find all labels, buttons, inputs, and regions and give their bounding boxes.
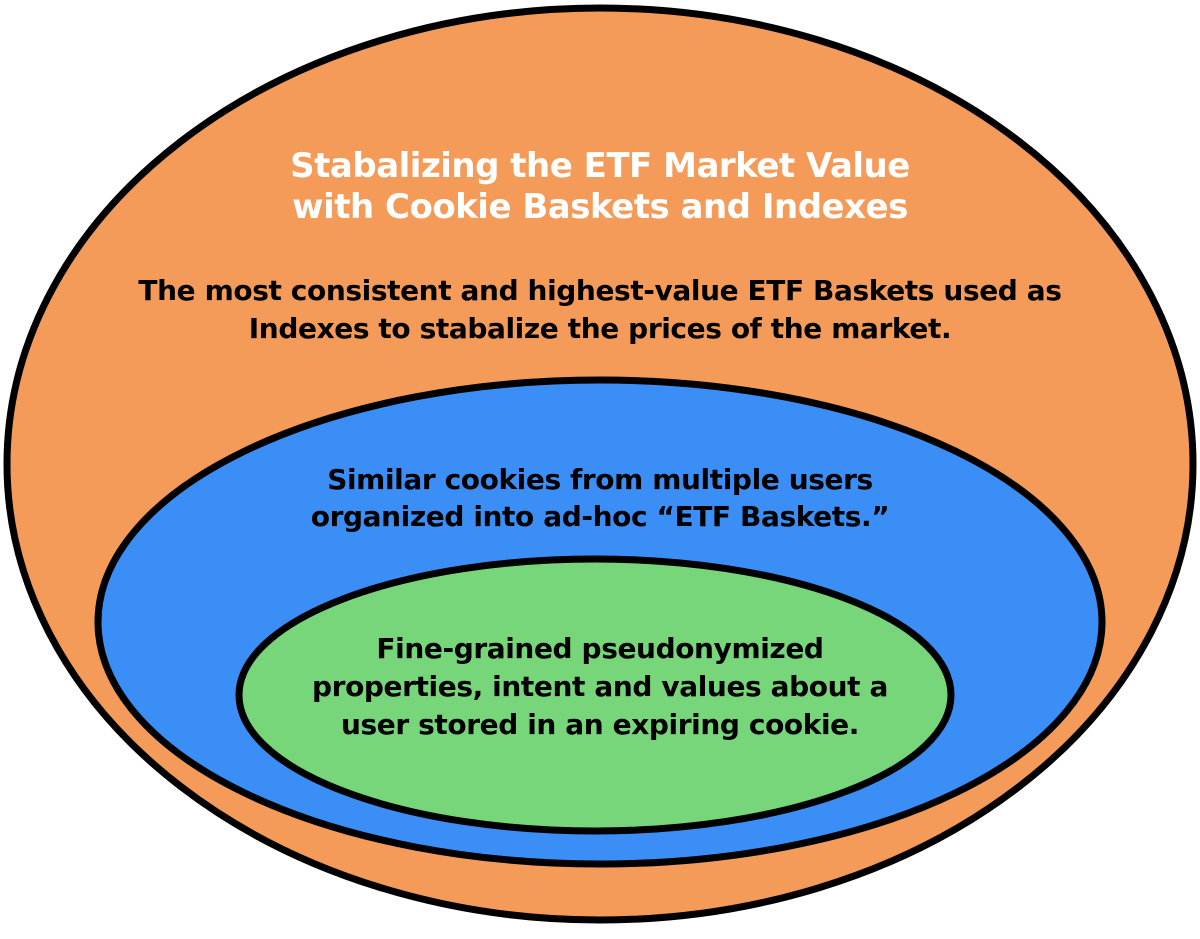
inner-description-line-1: Fine-grained pseudonymized (376, 632, 824, 665)
middle-ellipse-description: Similar cookies from multiple users orga… (240, 461, 960, 535)
outer-description-line-2: Indexes to stabalize the prices of the m… (248, 312, 952, 345)
diagram-title-line-2: with Cookie Baskets and Indexes (292, 187, 908, 227)
outer-ellipse-description: The most consistent and highest-value ET… (70, 272, 1130, 348)
middle-description-line-1: Similar cookies from multiple users (327, 463, 873, 496)
inner-ellipse-description: Fine-grained pseudonymized properties, i… (260, 630, 940, 744)
inner-description-line-3: user stored in an expiring cookie. (340, 708, 860, 741)
diagram-title: Stabalizing the ETF Market Value with Co… (180, 146, 1020, 228)
outer-description-line-1: The most consistent and highest-value ET… (138, 274, 1062, 307)
inner-ellipse (235, 555, 955, 835)
diagram-title-line-1: Stabalizing the ETF Market Value (290, 146, 910, 186)
inner-description-line-2: properties, intent and values about a (312, 670, 888, 703)
middle-description-line-2: organized into ad-hoc “ETF Baskets.” (310, 500, 890, 533)
